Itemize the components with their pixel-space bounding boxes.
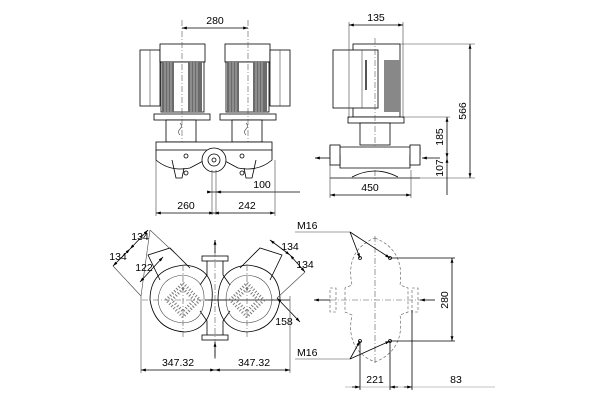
dim-left-half: 347.32	[162, 357, 194, 369]
dim-base-length: 450	[361, 182, 379, 194]
dim-diag-right-radius: 158	[275, 316, 293, 328]
dim-motor-width: 135	[367, 12, 385, 24]
left-motor-fins	[162, 62, 202, 112]
dim-bolt-spacing: 280	[439, 291, 451, 309]
side-view: 135 566 185 107 450	[315, 12, 475, 198]
dim-diag-right-outer: 134	[281, 241, 299, 253]
label-bolt-bottom: M16	[297, 347, 318, 359]
dim-diag-right-inner: 134	[296, 259, 314, 271]
dim-base-to-flange: 185	[434, 128, 446, 146]
dim-horizontal-a: 221	[366, 374, 384, 386]
dim-right-half: 347.32	[238, 357, 270, 369]
right-motor	[219, 20, 291, 148]
dim-right-width: 242	[238, 200, 256, 212]
dim-left-width: 260	[177, 200, 195, 212]
dim-total-height: 566	[457, 102, 469, 120]
dim-horizontal-b: 83	[450, 374, 462, 386]
pump-housing	[155, 141, 273, 179]
top-view: 134 134 122 134 134 158 347.32 347.32	[109, 229, 314, 373]
brand-logo-icon	[365, 60, 367, 90]
front-view: 280 100 260 242	[139, 15, 300, 216]
flange-view: M16 M16 280 221 83	[295, 220, 495, 390]
dim-diag-left-inner: 134	[109, 251, 127, 263]
dim-diag-left-outer: 134	[131, 231, 149, 243]
dim-diag-left-radius: 122	[135, 262, 153, 274]
dim-motor-spacing: 280	[206, 15, 224, 27]
left-pump-volute	[142, 247, 225, 338]
right-motor-fins	[227, 62, 267, 112]
dim-flange-offset: 100	[253, 179, 271, 191]
left-motor	[139, 20, 211, 148]
dim-flange-height: 107	[434, 159, 446, 177]
label-bolt-top: M16	[297, 220, 318, 232]
